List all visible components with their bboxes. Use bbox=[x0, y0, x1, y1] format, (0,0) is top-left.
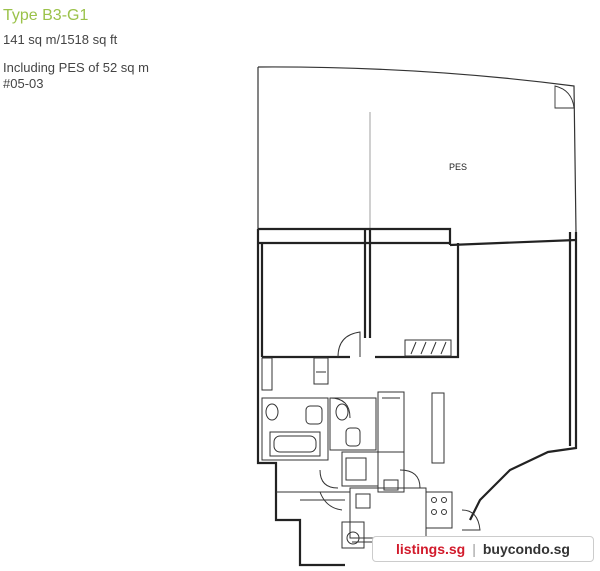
unit-number: #05-03 bbox=[3, 76, 44, 91]
pes-boundary bbox=[257, 66, 577, 233]
unit-outer-wall bbox=[256, 229, 345, 567]
unit-info: Type B3-G1 141 sq m/1518 sq ft Including… bbox=[3, 6, 149, 92]
unit-type-title: Type B3-G1 bbox=[3, 7, 89, 24]
watermark-separator: | bbox=[472, 541, 476, 557]
unit-area: 141 sq m/1518 sq ft bbox=[3, 32, 118, 47]
pes-label: PES bbox=[449, 162, 467, 172]
watermark-site-a: listings.sg bbox=[396, 541, 466, 557]
pes-area-note: Including PES of 52 sq m bbox=[3, 60, 149, 75]
watermark-badge: listings.sg | buycondo.sg bbox=[372, 536, 594, 562]
watermark-site-b: buycondo.sg bbox=[482, 541, 570, 557]
